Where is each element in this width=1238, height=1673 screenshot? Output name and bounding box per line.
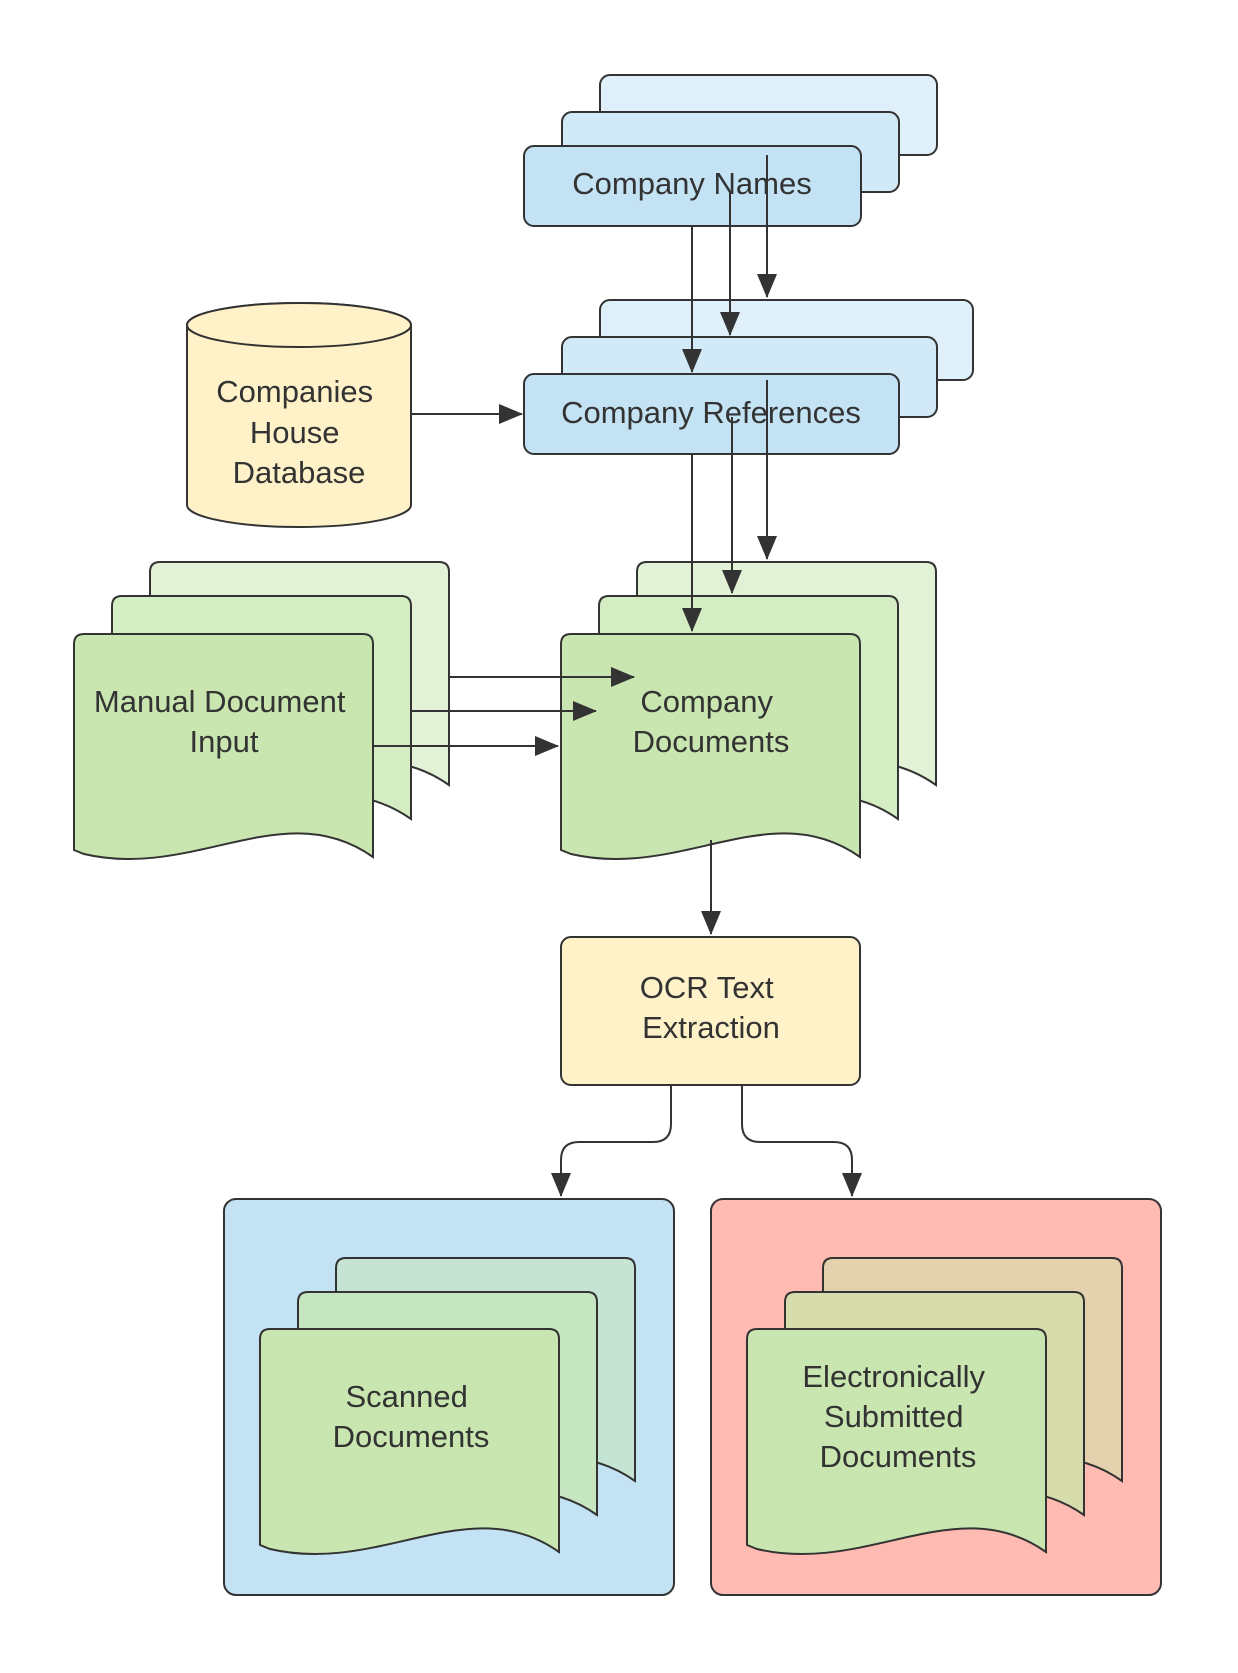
database-label-line-3: Database xyxy=(233,455,366,490)
database-label-line-2: House xyxy=(250,415,340,450)
scanned-documents-label: Scanned Documents xyxy=(333,1379,490,1454)
electronic-documents-group: Electronically Submitted Documents xyxy=(710,1198,1162,1596)
company-docs-label-line-2: Documents xyxy=(633,724,790,759)
company-names-node: Company Names xyxy=(523,74,938,227)
edge-ocr-to-scanned xyxy=(551,1085,672,1197)
company-documents-label: Company Documents xyxy=(633,684,790,759)
ocr-box xyxy=(560,936,861,1086)
scanned-documents-group: Scanned Documents xyxy=(223,1198,675,1596)
electronic-label-line-3: Documents xyxy=(820,1439,977,1474)
manual-doc-label-line-2: Input xyxy=(190,724,259,759)
electronically-submitted-documents-label: Electronically Submitted Documents xyxy=(802,1359,993,1474)
company-names-label: Company Names xyxy=(572,166,811,201)
manual-doc-label-line-1: Manual Document xyxy=(94,684,346,719)
database-cylinder-top xyxy=(186,302,412,348)
company-references-label: Company References xyxy=(561,395,861,430)
scanned-doc-stack-front xyxy=(259,1328,560,1555)
manual-document-input-label: Manual Document Input xyxy=(94,684,354,759)
electronic-label-line-1: Electronically xyxy=(802,1359,985,1394)
company-docs-label-line-1: Company xyxy=(640,684,773,719)
electronic-label-line-2: Submitted xyxy=(824,1399,964,1434)
edge-ocr-to-electronic xyxy=(741,1085,862,1197)
scanned-label-line-1: Scanned xyxy=(345,1379,467,1414)
company-references-node: Company References xyxy=(523,299,974,455)
company-docs-stack-front xyxy=(560,633,861,860)
ocr-label-line-1: OCR Text xyxy=(640,970,774,1005)
companies-house-database-node: Companies House Database xyxy=(186,302,412,528)
scanned-label-line-2: Documents xyxy=(333,1419,490,1454)
database-label-line-1: Companies xyxy=(216,374,373,409)
ocr-text-extraction-label: OCR Text Extraction xyxy=(640,970,782,1045)
electronic-doc-stack-front xyxy=(746,1328,1047,1555)
companies-house-database-label: Companies House Database xyxy=(216,374,381,490)
ocr-label-line-2: Extraction xyxy=(642,1010,780,1045)
manual-document-input-node: Manual Document Input xyxy=(73,561,450,860)
ocr-text-extraction-node: OCR Text Extraction xyxy=(560,936,861,1086)
company-documents-node: Company Documents xyxy=(560,561,937,860)
company-references-stack-front xyxy=(523,373,900,455)
manual-doc-stack-front xyxy=(73,633,374,860)
